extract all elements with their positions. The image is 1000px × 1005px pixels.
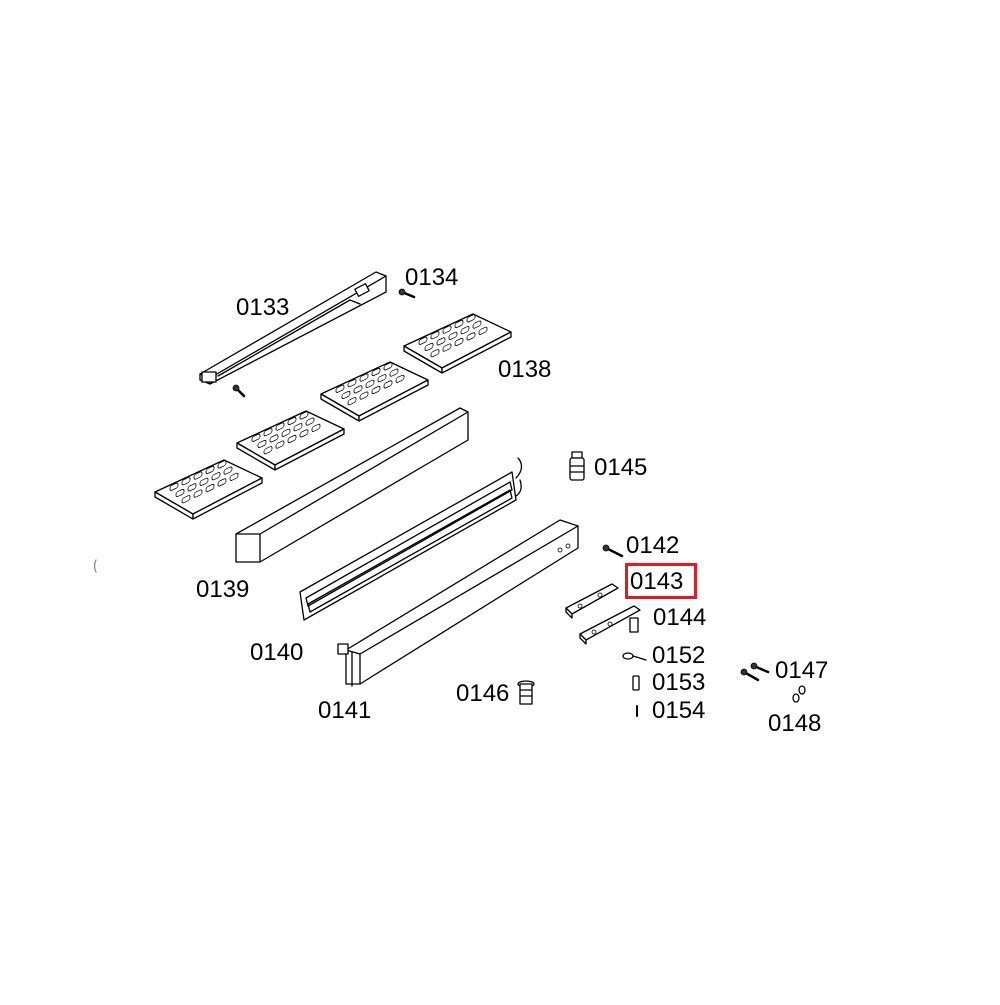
label-0153: 0153 — [652, 669, 706, 696]
part-0146-bolt — [517, 680, 535, 705]
label-0142: 0142 — [626, 532, 680, 559]
label-0133: 0133 — [236, 294, 290, 321]
part-0142-screw — [602, 544, 624, 558]
part-0134-screw — [398, 288, 416, 299]
part-0138-grille-4 — [403, 313, 512, 374]
part-0133-rail — [199, 271, 387, 385]
part-0147-screws — [740, 662, 770, 682]
label-0145: 0145 — [594, 454, 648, 481]
label-0141: 0141 — [318, 697, 372, 724]
label-0134: 0134 — [405, 264, 459, 291]
label-0146: 0146 — [456, 680, 510, 707]
part-0145-bolt — [569, 451, 585, 481]
part-0140-panel — [299, 457, 523, 621]
part-0141-profile — [337, 519, 579, 687]
label-0148: 0148 — [768, 710, 822, 737]
label-0147: 0147 — [775, 657, 829, 684]
label-0138: 0138 — [498, 356, 552, 383]
rail-screw — [232, 384, 246, 398]
label-0140: 0140 — [250, 639, 304, 666]
part-0138-grille-2 — [236, 410, 345, 471]
label-0143: 0143 — [630, 568, 684, 595]
label-0139: 0139 — [196, 576, 250, 603]
part-0144-hinge — [579, 605, 641, 645]
part-0153-sleeve — [632, 675, 640, 691]
label-0154: 0154 — [652, 697, 706, 724]
edge-mark — [93, 559, 97, 573]
label-0152: 0152 — [652, 642, 706, 669]
part-0148-nuts — [792, 685, 806, 703]
label-0144: 0144 — [653, 604, 707, 631]
part-0138-grille-3 — [320, 361, 429, 422]
part-0143-plate — [565, 583, 619, 619]
highlight-box-0143 — [625, 563, 697, 599]
part-0152-pin — [622, 652, 647, 661]
part-0139-bar — [235, 407, 469, 563]
part-0138-grille-1 — [154, 459, 263, 520]
